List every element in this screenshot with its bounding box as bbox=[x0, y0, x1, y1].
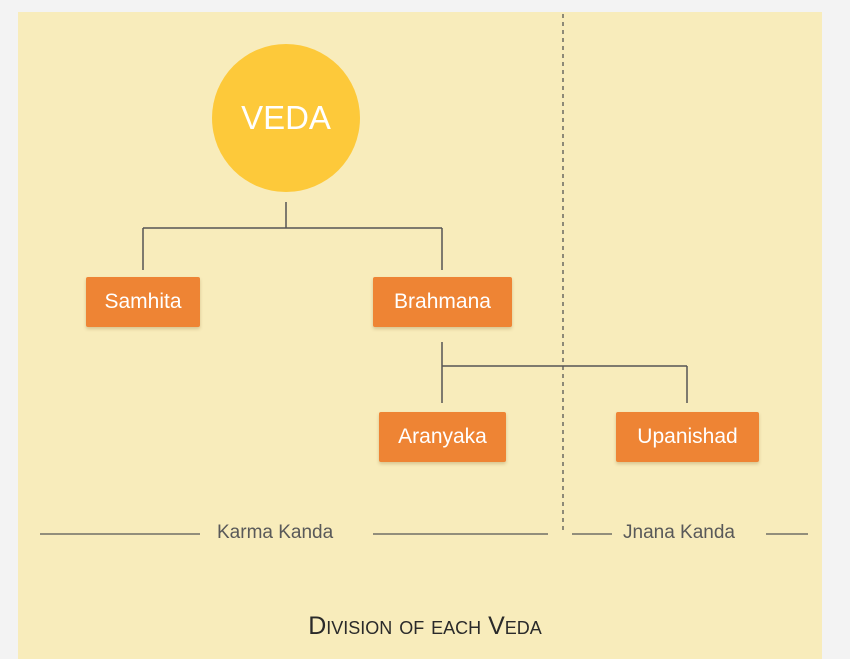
node-upanishad: Upanishad bbox=[616, 412, 759, 462]
node-brahmana: Brahmana bbox=[373, 277, 512, 327]
node-upanishad-label: Upanishad bbox=[637, 425, 738, 448]
section-label-karma-kanda: Karma Kanda bbox=[217, 522, 334, 543]
node-aranyaka: Aranyaka bbox=[379, 412, 506, 462]
diagram-title: Division of each Veda bbox=[308, 612, 542, 640]
node-brahmana-label: Brahmana bbox=[394, 290, 491, 313]
root-node-label: VEDA bbox=[241, 99, 331, 136]
node-samhita: Samhita bbox=[86, 277, 200, 327]
section-label-jnana-kanda: Jnana Kanda bbox=[623, 522, 735, 543]
diagram-canvas bbox=[18, 12, 822, 659]
root-node-veda: VEDA bbox=[212, 44, 360, 192]
node-aranyaka-label: Aranyaka bbox=[398, 425, 487, 448]
node-samhita-label: Samhita bbox=[104, 290, 182, 313]
